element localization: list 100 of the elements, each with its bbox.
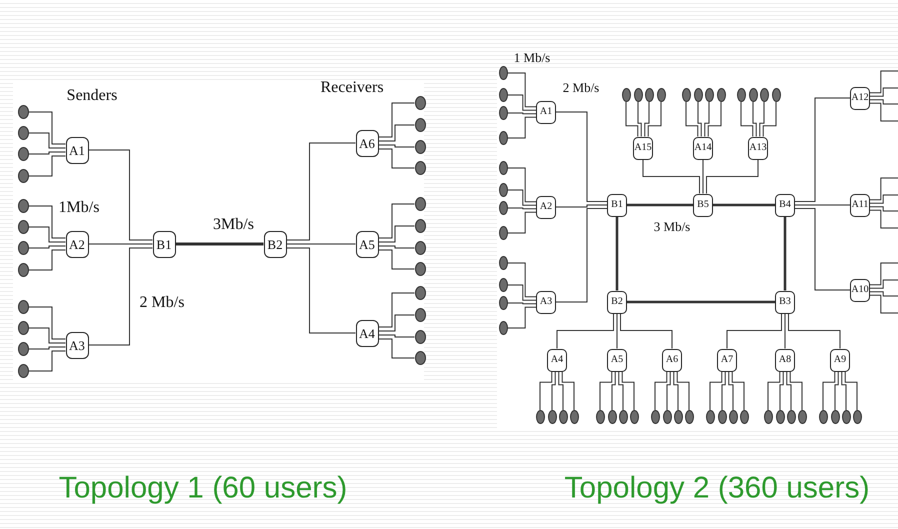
router-node: A4 (356, 320, 378, 346)
link-line (552, 371, 556, 410)
link-line (558, 371, 564, 410)
link-line (556, 112, 608, 202)
backbone-link (616, 216, 618, 290)
link-line (612, 371, 616, 410)
link-line (378, 338, 415, 358)
link-line (622, 371, 634, 410)
router-node: A1 (66, 136, 88, 164)
backbone-link (627, 204, 693, 206)
link-line (378, 148, 415, 168)
link-line (507, 306, 536, 328)
link-line (28, 246, 66, 248)
link-line (28, 226, 66, 242)
link-line (600, 371, 612, 410)
link-line (507, 212, 536, 234)
link-line (378, 144, 415, 148)
link-line (686, 102, 698, 137)
link-line (642, 159, 700, 194)
link-line (28, 250, 66, 270)
link-line (822, 371, 836, 410)
link-line (780, 371, 784, 410)
backbone-link (784, 216, 786, 290)
router-node: A12 (850, 86, 870, 110)
link-line (638, 102, 642, 137)
link-line (704, 102, 710, 137)
link-line (378, 204, 415, 238)
link-line (286, 248, 356, 334)
link-line (752, 102, 757, 137)
link-line (786, 371, 792, 410)
edge-label: 3 Mb/s (652, 220, 692, 234)
link-line (507, 302, 536, 304)
link-line (788, 313, 840, 349)
link-line (870, 88, 898, 97)
link-line (722, 371, 726, 410)
link-line (507, 94, 536, 111)
router-node: B4 (775, 194, 795, 216)
link-line (870, 280, 898, 289)
router-node: A8 (775, 348, 795, 372)
link-line (710, 371, 722, 410)
link-line (762, 102, 776, 137)
link-line (834, 371, 839, 410)
router-node: A2 (66, 230, 88, 258)
router-node: A7 (717, 348, 737, 372)
bandwidth-label: 1Mb/s (58, 199, 100, 217)
backbone-link (713, 204, 775, 206)
link-line (759, 102, 764, 137)
link-line (616, 313, 618, 349)
link-line (507, 284, 536, 301)
link-line (540, 371, 552, 410)
router-node: B3 (775, 290, 795, 314)
link-line (870, 291, 898, 296)
router-node: A6 (356, 130, 378, 156)
link-line (794, 98, 850, 202)
link-line (870, 210, 898, 228)
link-line (740, 102, 754, 137)
router-node: A9 (830, 348, 850, 372)
link-line (870, 206, 898, 212)
link-line (507, 112, 536, 114)
router-node: A13 (748, 136, 768, 160)
link-line (728, 371, 734, 410)
link-line (88, 150, 153, 240)
link-line (870, 294, 898, 314)
link-line (28, 152, 66, 154)
link-line (794, 208, 850, 290)
router-node: A3 (536, 290, 556, 314)
link-line (562, 371, 574, 410)
link-line (841, 371, 846, 410)
link-line (378, 246, 415, 248)
link-line (28, 112, 66, 144)
link-line (870, 99, 898, 104)
panel-heading: Receivers (320, 79, 384, 97)
link-line (556, 313, 614, 349)
link-line (794, 204, 850, 206)
link-line (28, 156, 66, 176)
link-line (88, 248, 153, 346)
link-line (28, 306, 66, 340)
link-line (644, 102, 650, 137)
link-line (732, 371, 744, 410)
link-line (844, 371, 858, 410)
link-line (507, 168, 536, 202)
link-line (726, 313, 782, 349)
link-line (784, 313, 786, 349)
router-node: A2 (536, 196, 556, 218)
router-node: A5 (607, 348, 627, 372)
router-node: A6 (662, 348, 682, 372)
link-line (702, 159, 704, 194)
backbone-link (176, 242, 264, 246)
link-line (648, 102, 662, 137)
link-line (768, 371, 780, 410)
bandwidth-label: 2 Mb/s (562, 80, 600, 96)
link-line (618, 371, 624, 410)
link-line (676, 371, 690, 410)
router-node: B2 (607, 290, 627, 314)
router-node: B1 (152, 230, 176, 258)
link-line (698, 102, 702, 137)
link-line (28, 328, 66, 344)
router-node: A10 (850, 278, 870, 302)
link-line (870, 194, 898, 204)
link-line (870, 178, 898, 200)
